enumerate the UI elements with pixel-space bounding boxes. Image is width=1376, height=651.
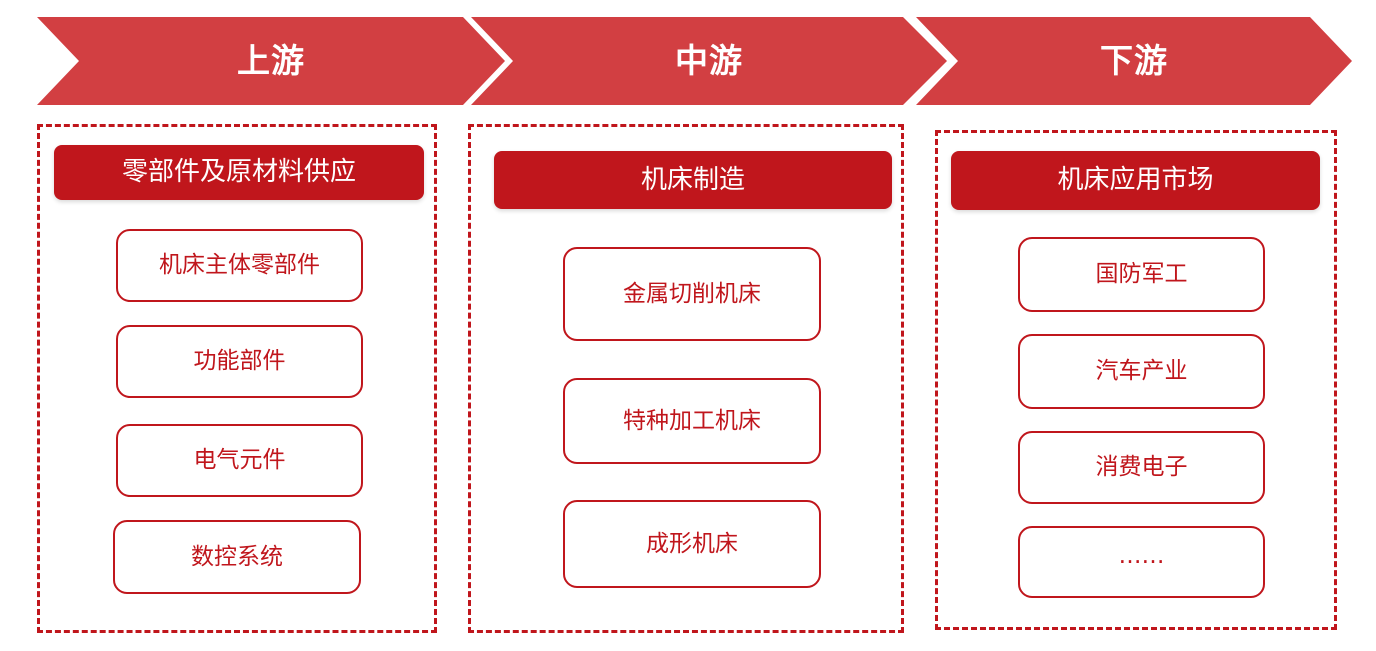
- item-box: 数控系统: [113, 520, 361, 594]
- item-box: 功能部件: [116, 325, 363, 398]
- item-box: 机床主体零部件: [116, 229, 363, 302]
- chevron-arrow-icon: [471, 17, 947, 105]
- item-box: 特种加工机床: [563, 378, 821, 464]
- item-box: ……: [1018, 526, 1265, 598]
- item-box: 金属切削机床: [563, 247, 821, 341]
- column-header-upstream: 零部件及原材料供应: [54, 145, 424, 200]
- chevron-arrow-icon: [916, 17, 1352, 105]
- column-downstream: [935, 130, 1337, 630]
- item-box: 成形机床: [563, 500, 821, 588]
- item-box: 消费电子: [1018, 431, 1265, 504]
- column-midstream: [468, 124, 904, 633]
- stage-label-downstream: 下游: [1100, 41, 1168, 80]
- column-upstream: [37, 124, 437, 633]
- stage-chevron-midstream: 中游: [471, 17, 947, 105]
- chevron-arrow-icon: [37, 17, 505, 105]
- column-header-downstream: 机床应用市场: [951, 151, 1320, 210]
- item-box: 电气元件: [116, 424, 363, 497]
- item-box: 国防军工: [1018, 237, 1265, 312]
- column-header-midstream: 机床制造: [494, 151, 892, 209]
- stage-label-upstream: 上游: [237, 41, 305, 80]
- stage-chevron-downstream: 下游: [916, 17, 1352, 105]
- item-box: 汽车产业: [1018, 334, 1265, 409]
- stage-chevron-upstream: 上游: [37, 17, 505, 105]
- stage-label-midstream: 中游: [675, 41, 743, 80]
